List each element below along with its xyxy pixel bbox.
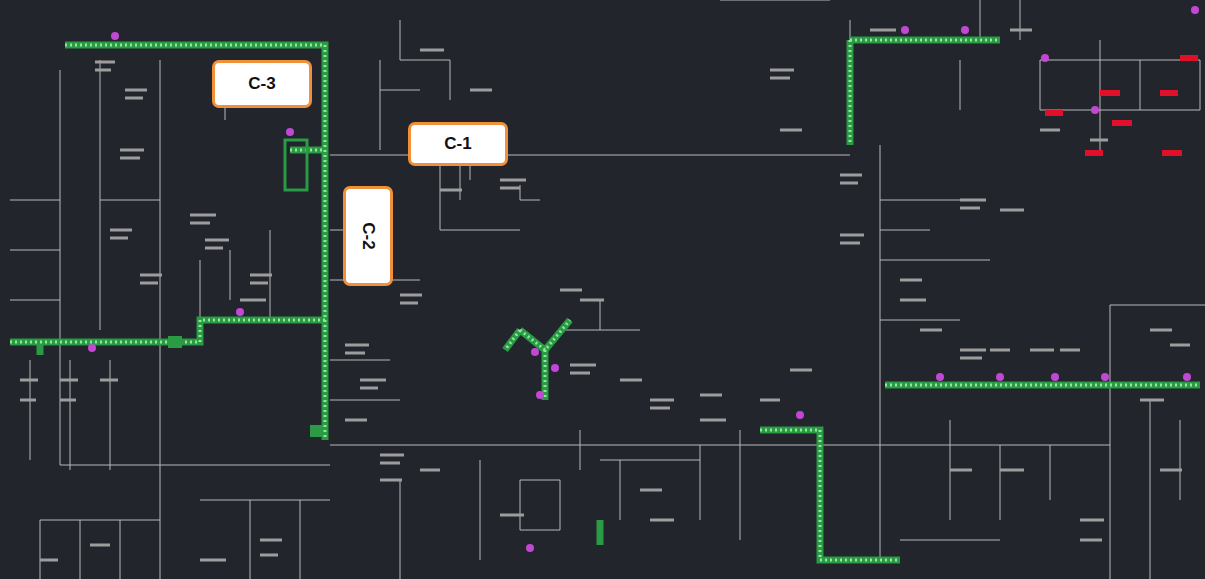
callout-label: C-1	[444, 134, 471, 154]
alarm-mark	[1180, 55, 1198, 61]
feeder-line	[10, 40, 1200, 560]
marker-dot	[961, 26, 969, 34]
thin-wires	[10, 0, 1205, 579]
marker-dot	[88, 344, 96, 352]
callout-box: C-1	[408, 122, 508, 166]
label-marks	[20, 30, 1190, 560]
alarm-marks	[1045, 55, 1198, 156]
substation-block	[285, 140, 307, 190]
marker-dot	[1191, 6, 1199, 14]
marker-dot	[1091, 106, 1099, 114]
marker-dot	[936, 373, 944, 381]
callout-label: C-3	[248, 74, 275, 94]
callout-box: C-3	[212, 60, 312, 108]
callout-label: C-2	[358, 222, 378, 249]
marker-dots	[88, 6, 1199, 552]
alarm-mark	[1085, 150, 1103, 156]
marker-dot	[1183, 373, 1191, 381]
marker-dot	[1101, 373, 1109, 381]
energized-feeders	[10, 40, 1200, 560]
feeder-hatch	[10, 40, 1200, 560]
alarm-mark	[1162, 150, 1182, 156]
marker-dot	[551, 364, 559, 372]
switch-symbol	[310, 425, 322, 437]
marker-dot	[996, 373, 1004, 381]
alarm-mark	[1045, 110, 1063, 116]
marker-dot	[111, 32, 119, 40]
marker-dot	[531, 348, 539, 356]
marker-dot	[236, 308, 244, 316]
marker-dot	[1051, 373, 1059, 381]
marker-dot	[901, 26, 909, 34]
marker-dot	[286, 128, 294, 136]
marker-dot	[1041, 54, 1049, 62]
switch-symbol	[168, 336, 182, 348]
marker-dot	[796, 411, 804, 419]
callout-box: C-2	[343, 186, 393, 286]
alarm-mark	[1100, 90, 1120, 96]
marker-dot	[526, 544, 534, 552]
alarm-mark	[1160, 90, 1178, 96]
marker-dot	[536, 391, 544, 399]
alarm-mark	[1112, 120, 1132, 126]
